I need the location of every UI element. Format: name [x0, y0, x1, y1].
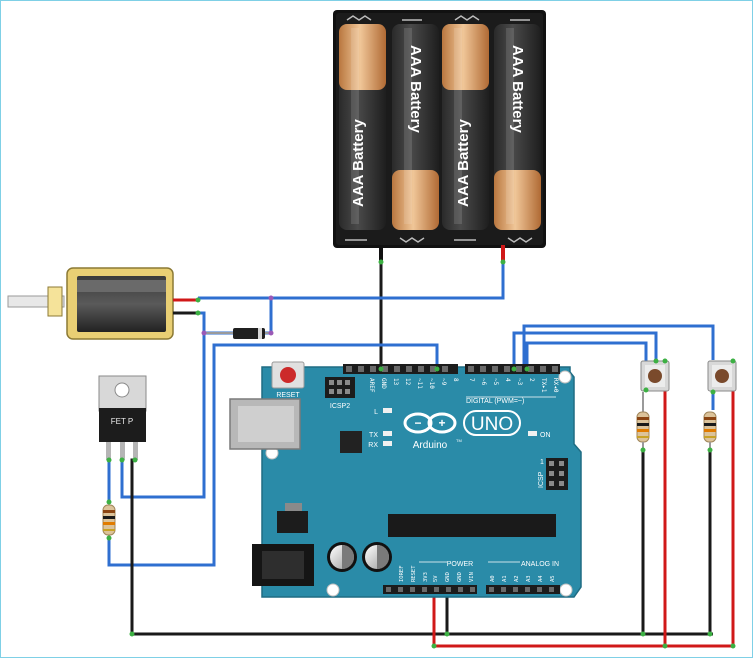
wire-battery-positive — [198, 258, 505, 300]
voltage-regulator — [277, 503, 308, 533]
battery-holder: AAA Battery AAA Battery AAA Battery AAA … — [333, 10, 546, 265]
led-l-label: L — [374, 409, 378, 416]
wire-pin3 — [512, 331, 658, 372]
icsp-pin1-label: 1 — [540, 459, 544, 466]
analog-pin-a3: A3 — [526, 575, 532, 582]
push-button-1 — [640, 358, 670, 393]
analog-pin-a5: A5 — [550, 575, 556, 582]
power-pin-vin: VIN — [469, 572, 475, 582]
pin-label-2: 2 — [528, 378, 535, 382]
battery-cell-4: AAA Battery — [494, 24, 541, 230]
svg-text:−: − — [414, 416, 421, 430]
analog-label: ANALOG IN — [521, 561, 559, 568]
gate-resistor — [102, 504, 116, 536]
battery-lead-positive — [501, 245, 505, 261]
status-leds: L TX RX ON — [368, 408, 551, 449]
mosfet: FET P — [98, 375, 147, 463]
pulldown-resistor-2 — [703, 411, 717, 453]
analog-header: ANALOG IN A0 A1 A2 A3 A4 A5 — [486, 561, 560, 594]
pin-label-11: ~11 — [416, 378, 423, 389]
uno-text: UNO — [471, 414, 513, 435]
digital-label: DIGITAL (PWM=~) — [466, 398, 524, 405]
icsp2-header: ICSP2 — [325, 377, 355, 410]
wire-5v — [432, 360, 735, 648]
diode — [201, 295, 274, 339]
capacitors — [327, 542, 392, 572]
battery-cell-2-label: AAA Battery — [407, 45, 424, 133]
pin-label-10: ~10 — [428, 378, 435, 389]
junction-dots — [106, 499, 736, 649]
power-jack — [252, 544, 314, 586]
analog-pin-a4: A4 — [538, 575, 544, 582]
reset-label: RESET — [276, 392, 300, 399]
icsp-header: 1 ICSP — [538, 458, 568, 490]
pin-label-12: 12 — [404, 378, 411, 386]
battery-cell-3-label: AAA Battery — [455, 119, 472, 207]
arduino-logo: − + UNO Arduino TM — [403, 410, 521, 451]
power-pin-gnd2: GND — [457, 572, 463, 582]
pin-label-8: 8 — [452, 378, 459, 382]
pulldown-resistor-1 — [636, 392, 650, 453]
power-pin-3v3: 3V3 — [423, 572, 429, 582]
pin-label-13: 13 — [392, 378, 399, 386]
pin-label-0: RX◂0 — [552, 378, 559, 393]
pin-label-aref: AREF — [368, 378, 375, 393]
arduino-brand: Arduino — [413, 440, 448, 451]
reset-button: RESET — [271, 361, 305, 399]
pin-label-1: TX▸1 — [540, 378, 547, 393]
power-pin-reset: RESET — [411, 565, 417, 582]
wire-pin9 — [107, 343, 439, 567]
microcontroller-chip — [388, 514, 556, 537]
power-label: POWER — [447, 561, 473, 568]
led-tx-label: TX — [369, 432, 378, 439]
icsp2-label: ICSP2 — [330, 403, 350, 410]
pin-label-5: ~5 — [492, 378, 499, 386]
solenoid — [7, 267, 201, 340]
analog-pin-a0: A0 — [490, 575, 496, 582]
wire-mosfet-drain — [120, 333, 206, 499]
battery-cell-4-label: AAA Battery — [509, 45, 526, 133]
pin-label-9: ~9 — [440, 378, 447, 386]
power-pin-ioref: IOREF — [399, 565, 405, 582]
mosfet-label: FET P — [111, 417, 134, 426]
battery-cell-2: AAA Battery — [392, 24, 439, 230]
power-pin-5v: 5V — [433, 575, 439, 582]
pin-label-4: 4 — [504, 378, 511, 382]
icsp-label: ICSP — [538, 471, 545, 488]
battery-cell-1-label: AAA Battery — [350, 119, 367, 207]
trademark: TM — [456, 438, 462, 443]
arduino-uno: RESET ICSP2 AREF GND 13 — [229, 361, 582, 598]
pin-label-6: ~6 — [480, 378, 487, 386]
led-rx-label: RX — [368, 442, 378, 449]
power-pin-gnd1: GND — [445, 572, 451, 582]
analog-pin-a2: A2 — [514, 575, 520, 582]
pin-label-3: ~3 — [516, 378, 523, 386]
wires — [107, 258, 735, 648]
battery-lead-negative — [379, 245, 383, 261]
pin-label-7: 7 — [468, 378, 475, 382]
pin-label-gnd: GND — [380, 378, 387, 389]
svg-text:+: + — [438, 416, 445, 430]
wire-pin2b — [522, 324, 715, 372]
usb-chip — [340, 431, 362, 453]
analog-pin-a1: A1 — [502, 575, 508, 582]
battery-cell-1: AAA Battery — [339, 24, 386, 230]
push-button-2 — [707, 358, 737, 395]
battery-cell-3: AAA Battery — [442, 24, 489, 230]
on-label: ON — [540, 432, 551, 439]
power-header: POWER IOREF RESET 3V3 5V GND GND VIN — [383, 561, 477, 594]
